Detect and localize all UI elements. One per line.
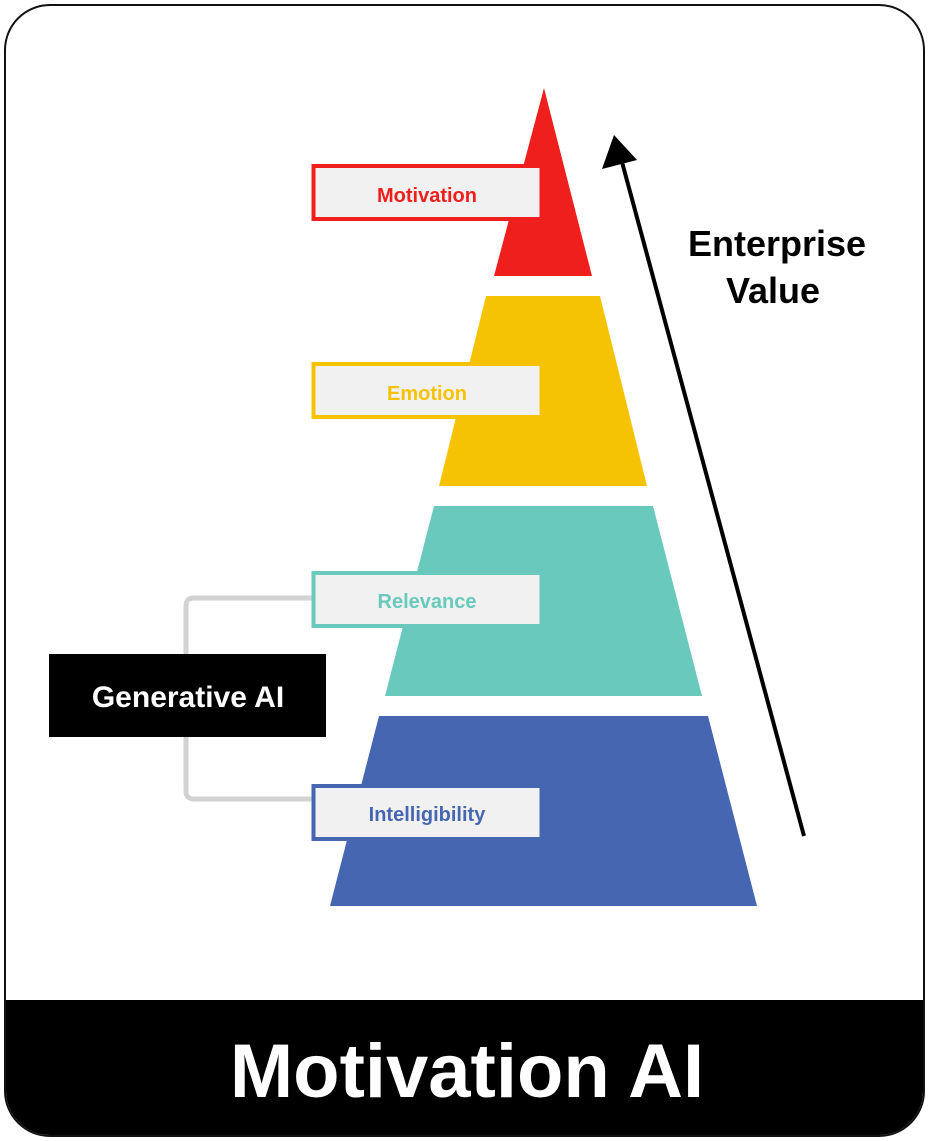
enterprise-value-arrow-shaft [620, 161, 806, 837]
generative-ai-label: Generative AI [92, 681, 284, 714]
footer-title: Motivation AI [230, 1029, 704, 1114]
diagram-card: Generative AI Motivation Emotion Relevan… [4, 4, 925, 1137]
generative-ai-box [49, 654, 326, 737]
enterprise-value-arrowhead [602, 135, 637, 169]
pyramid-diagram: Generative AI Motivation Emotion Relevan… [6, 88, 923, 1135]
label-emotion: Emotion [387, 383, 467, 405]
label-motivation: Motivation [377, 185, 477, 207]
enterprise-value-label-line2: Value [726, 270, 820, 311]
label-intelligibility: Intelligibility [369, 804, 487, 826]
footer-bar [6, 1000, 923, 1135]
label-box-relevance [311, 571, 544, 628]
label-relevance: Relevance [378, 591, 477, 613]
label-box-intelligibility [311, 784, 544, 841]
enterprise-value-label-line1: Enterprise [688, 223, 866, 264]
label-box-emotion [311, 362, 544, 419]
label-box-motivation [311, 164, 544, 221]
